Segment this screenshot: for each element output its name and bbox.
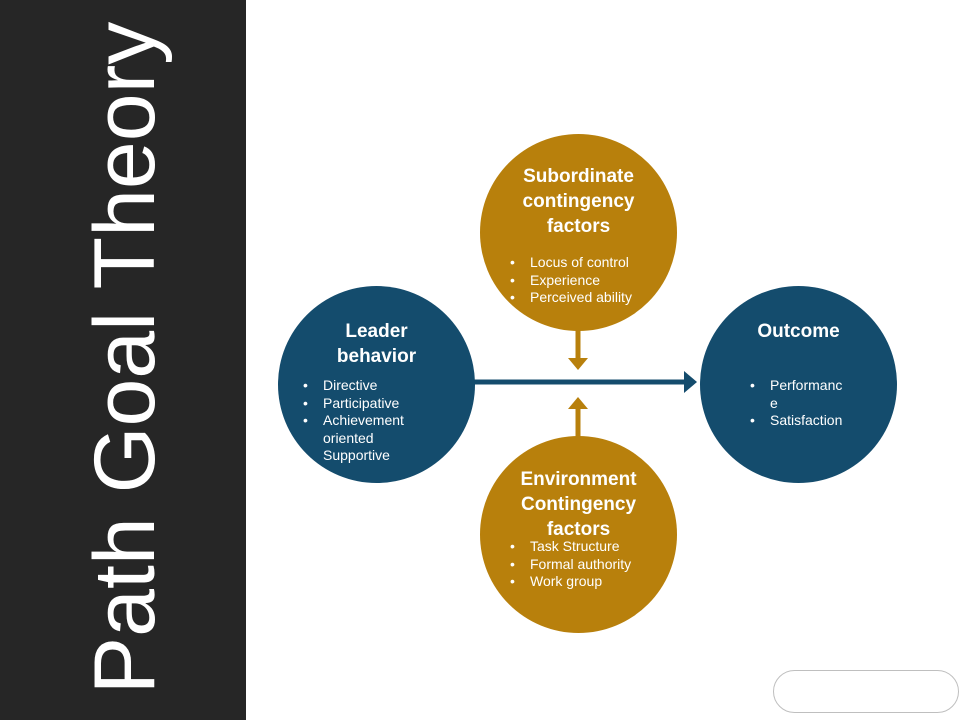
node-heading: Environment Contingency factors	[520, 469, 637, 540]
list-item: •Perceived ability	[510, 289, 632, 305]
bullet-icon: •	[510, 555, 515, 572]
list-item: •Experience	[510, 271, 601, 288]
list-item: •Formal authority	[510, 555, 632, 572]
list-item: •Directive	[303, 377, 378, 393]
node-heading: Subordinate contingency factors	[522, 166, 635, 237]
list-item: •Task Structure	[510, 538, 620, 554]
node-heading: Outcome	[757, 321, 840, 342]
node-item-list: •Task Structure •Formal authority •Work …	[510, 538, 680, 591]
list-item: •Participative	[303, 394, 400, 411]
node-heading: Leader behavior	[336, 321, 417, 367]
node-leader-behavior: Leader behavior •Directive •Participativ…	[278, 286, 475, 483]
bullet-icon: •	[510, 573, 515, 589]
bullet-icon: •	[510, 254, 515, 270]
bullet-icon: •	[510, 289, 515, 305]
list-item: •Work group	[510, 573, 603, 589]
bullet-icon: •	[510, 538, 515, 554]
sidebar-panel: Path Goal Theory	[0, 0, 246, 720]
bullet-icon: •	[510, 271, 515, 288]
list-item: •Locus of control	[510, 254, 629, 270]
bullet-icon: •	[303, 412, 308, 428]
node-item-list: •Performanc e •Satisfaction	[750, 377, 850, 430]
rounded-box	[773, 670, 959, 713]
arrowhead-subordinate	[568, 358, 588, 370]
arrowhead-environment	[568, 397, 588, 409]
list-item: •Achievement oriented Supportive	[303, 412, 404, 463]
bullet-icon: •	[750, 377, 755, 393]
bullet-icon: •	[303, 377, 308, 393]
node-environment-factors: Environment Contingency factors •Task St…	[480, 436, 677, 633]
bullet-icon: •	[750, 412, 755, 428]
list-item: •Performanc e	[750, 377, 843, 411]
node-subordinate-factors: Subordinate contingency factors •Locus o…	[480, 134, 677, 331]
node-outcome: Outcome •Performanc e •Satisfaction	[700, 286, 897, 483]
node-item-list: •Directive •Participative •Achievement o…	[303, 377, 448, 465]
bullet-icon: •	[303, 394, 308, 411]
list-item: •Satisfaction	[750, 412, 843, 428]
node-item-list: •Locus of control •Experience •Perceived…	[510, 254, 680, 307]
arrowhead-outcome	[684, 371, 697, 393]
